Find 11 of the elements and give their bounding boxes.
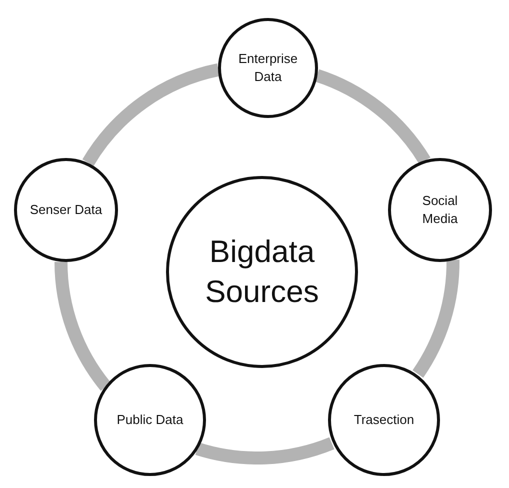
node-label: Bigdata Sources (204, 232, 320, 311)
node-label: Senser Data (30, 201, 102, 219)
ring-connector (54, 262, 112, 391)
ring-connector (82, 64, 220, 166)
ring-connector (314, 69, 430, 165)
ring-connector (412, 259, 460, 378)
node-label: Enterprise Data (237, 50, 299, 86)
ring-connector (196, 437, 334, 464)
node-label: Trasection (354, 411, 414, 429)
node-label: Social Media (421, 192, 459, 228)
node-label: Public Data (116, 411, 184, 429)
